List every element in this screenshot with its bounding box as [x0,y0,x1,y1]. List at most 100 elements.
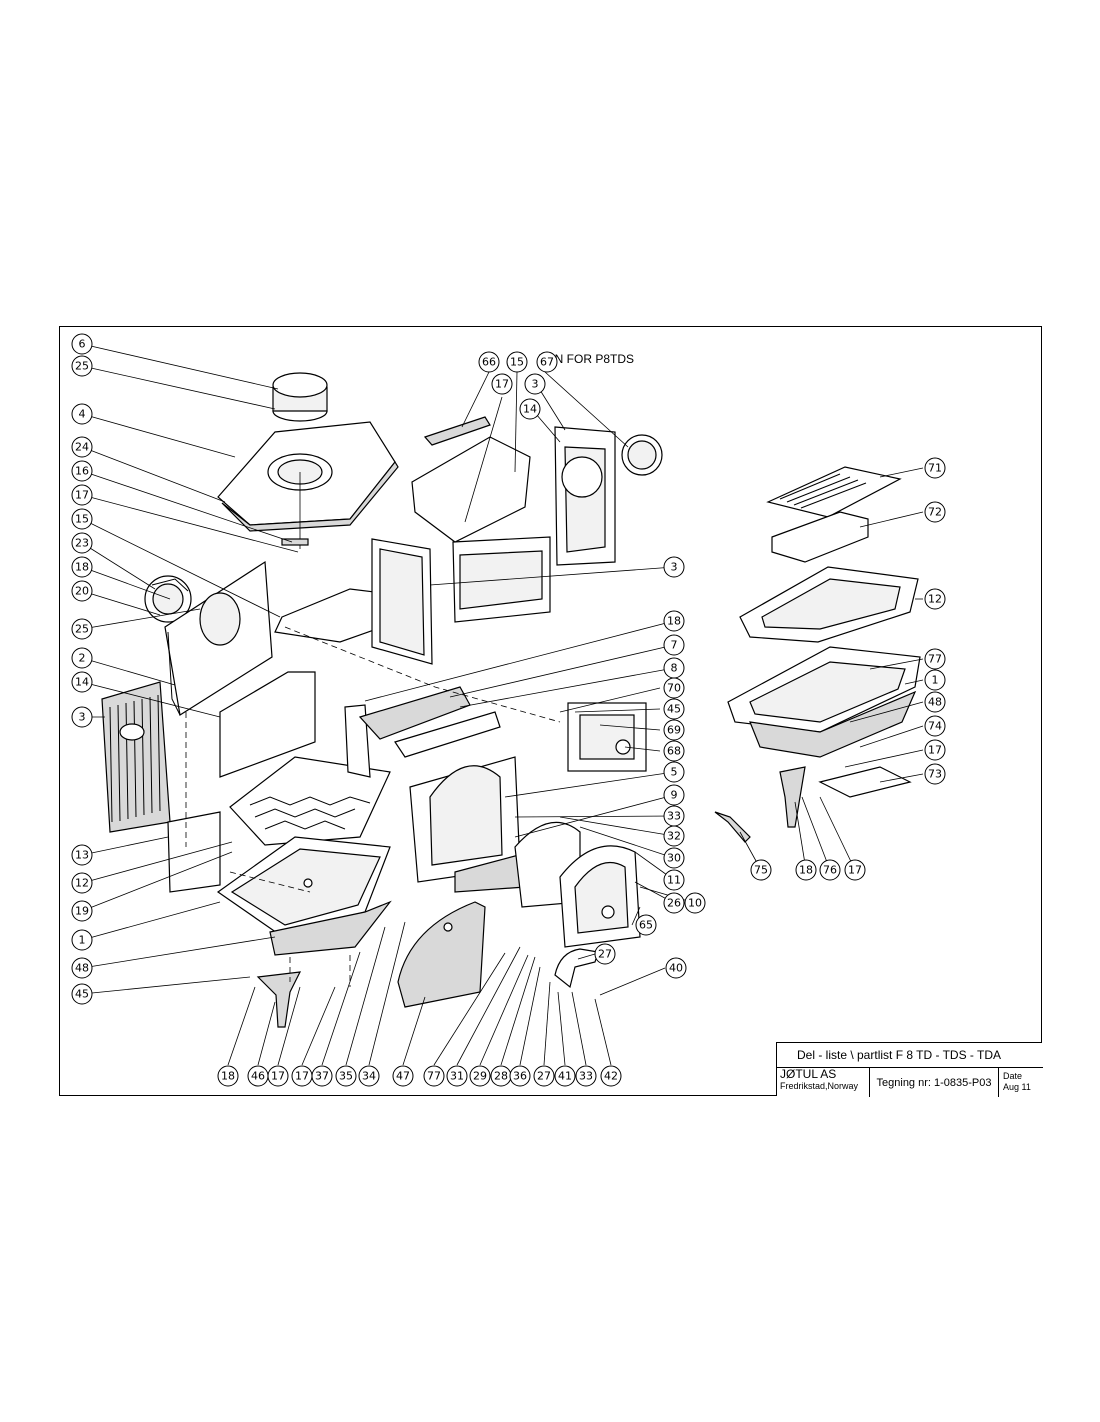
svg-text:25: 25 [75,360,89,373]
svg-text:18: 18 [75,561,89,574]
svg-text:12: 12 [928,593,942,606]
part-front-door [514,821,641,948]
callout-27-b: 27 [594,943,616,965]
svg-text:10: 10 [688,897,702,910]
svg-text:72: 72 [928,506,942,519]
callout-24: 24 [71,436,93,458]
svg-text:17: 17 [271,1070,285,1083]
svg-text:26: 26 [667,897,681,910]
callout-12: 12 [71,872,93,894]
callout-66: 66 [478,351,500,373]
callout-4: 4 [71,403,93,425]
callout-17: 17 [71,484,93,506]
svg-text:5: 5 [671,766,678,779]
svg-text:17: 17 [848,864,862,877]
svg-text:33: 33 [579,1070,593,1083]
callout-29: 29 [469,1065,491,1087]
svg-text:12: 12 [75,877,89,890]
svg-text:27: 27 [598,948,612,961]
svg-text:67: 67 [540,356,554,369]
part-inset-panel [567,702,647,772]
callout-46: 46 [247,1065,269,1087]
part-tray [771,511,869,563]
svg-text:70: 70 [667,682,681,695]
callout-15: 15 [71,508,93,530]
part-firebox-frame [371,536,551,665]
svg-text:6: 6 [79,338,86,351]
callout-3: 3 [71,706,93,728]
svg-text:9: 9 [671,789,678,802]
callout-1: 1 [71,929,93,951]
svg-text:19: 19 [75,905,89,918]
callout-7: 7 [663,634,685,656]
svg-text:74: 74 [928,720,942,733]
callout-32: 32 [663,825,685,847]
part-tool [714,811,751,843]
svg-text:28: 28 [494,1070,508,1083]
svg-text:73: 73 [928,768,942,781]
callout-69: 69 [663,719,685,741]
drawing-number: Tegning nr: 1-0835-P03 [870,1068,999,1097]
callout-1-b: 1 [924,669,946,691]
svg-text:48: 48 [928,696,942,709]
drawing-sheet: KUN FOR P8TDS [59,326,1043,1097]
callout-75: 75 [750,859,772,881]
callout-18-bottom: 18 [217,1065,239,1087]
callout-77-b: 77 [924,648,946,670]
callout-71: 71 [924,457,946,479]
partlist-title: Del - liste \ partlist F 8 TD - TDS - TD… [777,1043,1043,1068]
note-kun-for-p8tds: KUN FOR P8TDS [538,352,634,366]
callout-20: 20 [71,580,93,602]
callout-3-b: 3 [663,556,685,578]
part-top-lid [272,372,328,422]
svg-text:8: 8 [671,662,678,675]
callout-74: 74 [924,715,946,737]
callout-6: 6 [71,333,93,355]
callout-48: 48 [71,957,93,979]
svg-text:46: 46 [251,1070,265,1083]
callout-5: 5 [663,761,685,783]
callout-30: 30 [663,847,685,869]
svg-text:45: 45 [667,703,681,716]
svg-text:66: 66 [482,356,496,369]
svg-text:77: 77 [928,653,942,666]
svg-text:14: 14 [523,403,537,416]
svg-text:17: 17 [75,489,89,502]
svg-text:65: 65 [639,919,653,932]
part-bottom-plate [216,836,392,956]
svg-text:15: 15 [510,356,524,369]
svg-text:11: 11 [667,874,681,887]
svg-text:76: 76 [823,864,837,877]
callout-12-b: 12 [924,588,946,610]
svg-text:34: 34 [362,1070,376,1083]
svg-text:1: 1 [79,934,86,947]
svg-text:1: 1 [932,674,939,687]
svg-text:15: 15 [75,513,89,526]
part-back-plate [164,560,273,716]
exploded-parts-diagram: KUN FOR P8TDS [71,333,946,1087]
part-top-grille [766,466,902,518]
callout-40: 40 [665,957,687,979]
svg-text:45: 45 [75,988,89,1001]
svg-text:17: 17 [928,744,942,757]
company-location: Fredrikstad,Norway [780,1081,859,1091]
callout-67: 67 [536,351,558,373]
svg-text:18: 18 [221,1070,235,1083]
svg-text:2: 2 [79,652,86,665]
callout-36: 36 [509,1065,531,1087]
leader-lines [81,343,924,1066]
callout-8: 8 [663,657,685,679]
callout-16: 16 [71,460,93,482]
callout-10: 10 [684,892,706,914]
part-p8tds-door [554,426,663,566]
part-grate [229,756,391,846]
svg-text:17: 17 [295,1070,309,1083]
part-front-frame [409,756,531,893]
callout-48-b: 48 [924,691,946,713]
svg-text:17: 17 [495,378,509,391]
svg-text:41: 41 [558,1070,572,1083]
part-ash-lid [818,766,912,798]
callout-3-c: 3 [524,373,546,395]
callout-14: 14 [71,671,93,693]
part-inner-side-plate [219,671,316,778]
